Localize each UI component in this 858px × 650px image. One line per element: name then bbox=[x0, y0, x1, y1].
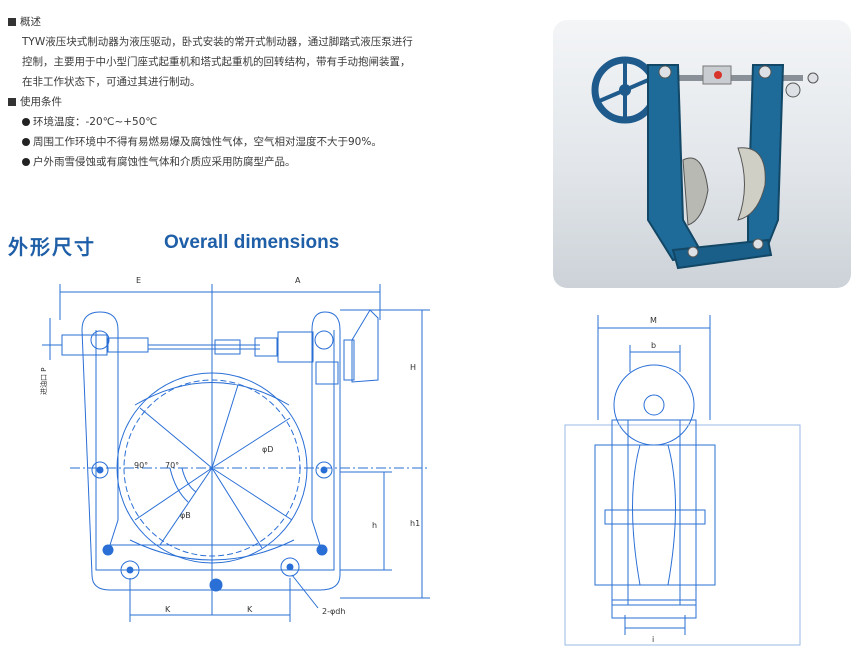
dimension-drawings: E A K K h h1 H φD φB 90° 70° 2-φdh 进油口 P bbox=[39, 276, 801, 646]
overview-heading-row: 概述 bbox=[8, 12, 498, 32]
dimensions-title-en: Overall dimensions bbox=[164, 232, 340, 253]
square-bullet-icon bbox=[8, 98, 16, 106]
hole-label-2-dh: 2-φdh bbox=[322, 607, 345, 616]
side-view-labels: M b i bbox=[650, 316, 657, 644]
condition-item-2: 周围工作环境中不得有易燃易爆及腐蚀性气体，空气相对湿度不大于90%。 bbox=[8, 132, 498, 152]
dim-label-b: b bbox=[651, 341, 656, 350]
dim-label-h1: h1 bbox=[410, 519, 420, 528]
condition-item-3: 户外雨雪侵蚀或有腐蚀性气体和介质应采用防腐型产品。 bbox=[8, 152, 498, 172]
dim-label-E: E bbox=[136, 276, 141, 285]
bullet-dot-icon bbox=[22, 118, 30, 126]
dim-label-A: A bbox=[295, 276, 301, 285]
dim-label-M: M bbox=[650, 316, 657, 325]
bullet-dot-icon bbox=[22, 158, 30, 166]
side-view bbox=[564, 315, 801, 646]
square-bullet-icon bbox=[8, 18, 16, 26]
dim-label-phiD: φD bbox=[262, 445, 273, 454]
angle-label-90: 90° bbox=[134, 461, 148, 470]
dim-label-h: h bbox=[372, 521, 377, 530]
overview-line-1: TYW液压块式制动器为液压驱动，卧式安装的常开式制动器，通过脚踏式液压泵进行 bbox=[22, 36, 413, 48]
intro-text: 概述 TYW液压块式制动器为液压驱动，卧式安装的常开式制动器，通过脚踏式液压泵进… bbox=[8, 12, 498, 172]
front-view-labels: E A K K h h1 H φD φB 90° 70° 2-φdh 进油口 P bbox=[39, 276, 420, 616]
bullet-dot-icon bbox=[22, 138, 30, 146]
condition-text-1: 环境温度：-20℃~+50℃ bbox=[33, 116, 158, 128]
front-view bbox=[42, 284, 430, 622]
overview-line-2: 控制，主要用于中小型门座式起重机和塔式起重机的回转结构，带有手动抱闸装置， bbox=[22, 56, 411, 68]
overview-heading: 概述 bbox=[20, 16, 41, 28]
angle-label-70: 70° bbox=[165, 461, 179, 470]
dim-label-K-left: K bbox=[165, 605, 171, 614]
overview-line-3: 在非工作状态下，可通过其进行制动。 bbox=[22, 76, 201, 88]
dim-label-phiB: φB bbox=[180, 511, 191, 520]
dimensions-title-cn: 外形尺寸 bbox=[8, 235, 96, 259]
brake-illustration bbox=[591, 56, 819, 270]
port-label: 进油口 P bbox=[39, 368, 48, 395]
condition-item-1: 环境温度：-20℃~+50℃ bbox=[8, 112, 498, 132]
dim-label-K-right: K bbox=[247, 605, 253, 614]
conditions-heading: 使用条件 bbox=[20, 96, 62, 108]
condition-text-3: 户外雨雪侵蚀或有腐蚀性气体和介质应采用防腐型产品。 bbox=[33, 156, 296, 168]
dim-label-i: i bbox=[652, 635, 654, 644]
product-photo bbox=[553, 20, 851, 288]
dim-label-H: H bbox=[410, 363, 416, 372]
condition-text-2: 周围工作环境中不得有易燃易爆及腐蚀性气体，空气相对湿度不大于90%。 bbox=[33, 136, 382, 148]
conditions-heading-row: 使用条件 bbox=[8, 92, 498, 112]
